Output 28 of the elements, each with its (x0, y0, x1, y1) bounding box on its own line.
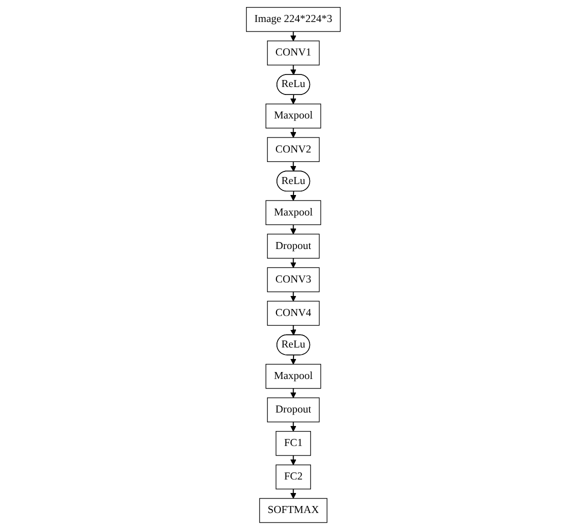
arrow (290, 325, 296, 336)
node-box: Image 224*224*3 (246, 7, 341, 32)
node-box: SOFTMAX (259, 498, 328, 523)
node-box: FC1 (276, 431, 312, 456)
node-box: Maxpool (266, 104, 322, 128)
node-box: CONV4 (267, 300, 320, 326)
arrow (290, 422, 296, 432)
arrow (290, 258, 296, 268)
arrow (290, 65, 296, 76)
arrow (290, 456, 296, 466)
node-box: Maxpool (266, 364, 322, 389)
arrow (290, 224, 296, 234)
node-box: CONV2 (267, 137, 320, 162)
node-box: Maxpool (266, 200, 322, 226)
arrow (290, 355, 296, 365)
node-box: CONV3 (267, 267, 320, 292)
arrow (290, 128, 296, 138)
arrow (290, 192, 296, 201)
node-box: Dropout (267, 234, 320, 259)
arrow (290, 94, 296, 104)
node-box: CONV1 (267, 40, 320, 66)
arrow (290, 489, 296, 499)
node-box: FC2 (276, 464, 312, 490)
arrow (290, 292, 296, 302)
node-box: Dropout (267, 398, 320, 422)
arrow (290, 388, 296, 398)
arrow (290, 32, 296, 42)
arrow (290, 162, 296, 172)
